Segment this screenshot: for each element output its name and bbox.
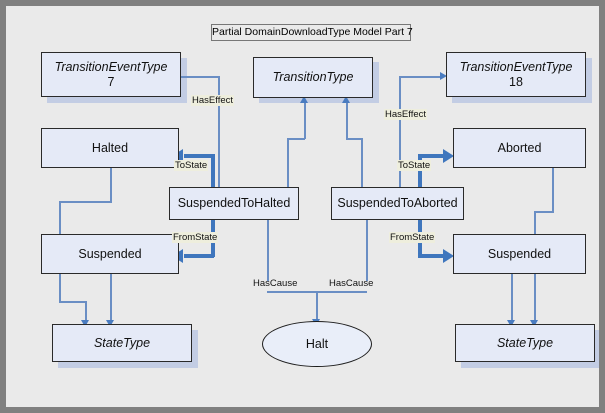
- line-has-effect-right-horizontal: [399, 76, 441, 78]
- line-generalization-right-lower: [361, 138, 363, 188]
- edge-label-to-state-left: ToState: [174, 160, 209, 171]
- edge-label-has-effect-right: HasEffect: [384, 109, 428, 120]
- node-transition-event-type-18-line2: 18: [509, 74, 523, 89]
- node-state-type-left[interactable]: StateType: [52, 324, 192, 362]
- node-suspended-to-halted[interactable]: SuspendedToHalted: [169, 187, 299, 220]
- arrowhead-suspended-left-to-state-type: [106, 320, 114, 327]
- line-aborted-to-state-type-seg1: [552, 168, 554, 212]
- node-suspended-to-halted-label: SuspendedToHalted: [177, 196, 291, 211]
- node-halt[interactable]: Halt: [262, 321, 372, 367]
- node-halt-label: Halt: [305, 337, 329, 351]
- edge-label-has-cause-right: HasCause: [329, 278, 374, 289]
- node-transition-type[interactable]: TransitionType: [253, 57, 373, 98]
- line-suspended-left-to-state-type: [110, 274, 112, 321]
- node-suspended-right[interactable]: Suspended: [453, 234, 586, 274]
- node-suspended-left[interactable]: Suspended: [41, 234, 179, 274]
- line-has-effect-right-vertical: [399, 76, 401, 188]
- line-from-state-right-horizontal: [418, 254, 448, 258]
- edge-label-from-state-left: FromState: [172, 232, 219, 243]
- line-to-state-left-vertical: [211, 154, 215, 188]
- line-to-state-left-horizontal: [184, 154, 214, 158]
- edge-label-from-state-right: FromState: [389, 232, 436, 243]
- node-halted-label: Halted: [91, 140, 129, 155]
- diagram-title: Partial DomainDownloadType Model Part 7: [211, 24, 413, 41]
- line-suspended-right-to-state-type: [511, 274, 513, 321]
- line-from-state-left-horizontal: [184, 254, 214, 258]
- line-has-cause-to-halt: [316, 291, 318, 320]
- arrowhead-from-state-right: [443, 249, 454, 263]
- line-halted-to-state-type-seg1: [110, 168, 112, 202]
- edge-label-has-effect-left: HasEffect: [191, 95, 235, 106]
- node-transition-event-type-7[interactable]: TransitionEventType 7: [41, 52, 181, 97]
- arrowhead-suspended-right-to-state-type: [507, 320, 515, 327]
- line-halted-to-state-type-seg5: [85, 301, 87, 321]
- arrowhead-generalization-left: [300, 96, 308, 103]
- node-transition-event-type-18[interactable]: TransitionEventType 18: [446, 52, 586, 97]
- node-transition-type-label: TransitionType: [272, 70, 354, 85]
- node-suspended-to-aborted-label: SuspendedToAborted: [337, 196, 458, 211]
- line-halted-to-state-type-seg2: [59, 201, 112, 203]
- line-has-cause-right-vertical: [366, 219, 368, 281]
- arrowhead-to-state-right: [443, 149, 454, 163]
- line-generalization-left-jog: [287, 138, 305, 140]
- line-generalization-left-lower: [287, 138, 289, 188]
- line-generalization-left-upper: [304, 103, 306, 139]
- edge-label-has-cause-left: HasCause: [253, 278, 298, 289]
- line-halted-to-state-type-seg4: [59, 301, 86, 303]
- node-transition-event-type-7-line2: 7: [107, 74, 115, 89]
- node-aborted[interactable]: Aborted: [453, 128, 586, 168]
- line-generalization-right-upper: [346, 103, 348, 139]
- arrowhead-halted-to-state-type: [81, 320, 89, 327]
- arrowhead-generalization-right: [342, 96, 350, 103]
- line-aborted-to-state-type-seg2: [534, 211, 554, 213]
- node-state-type-left-label: StateType: [93, 335, 151, 350]
- line-generalization-right-jog: [346, 138, 363, 140]
- line-to-state-right-vertical: [418, 154, 422, 188]
- arrowhead-has-effect-right: [440, 72, 447, 80]
- edge-label-to-state-right: ToState: [397, 160, 432, 171]
- node-aborted-label: Aborted: [497, 140, 542, 155]
- node-suspended-to-aborted[interactable]: SuspendedToAborted: [331, 187, 464, 220]
- line-has-cause-left-vertical: [267, 219, 269, 281]
- line-has-effect-left-vertical: [218, 76, 220, 188]
- node-transition-event-type-7-line1: TransitionEventType: [54, 60, 168, 75]
- line-to-state-right-horizontal: [418, 154, 448, 158]
- node-state-type-right-label: StateType: [496, 335, 554, 350]
- node-suspended-left-label: Suspended: [78, 246, 142, 261]
- node-halted[interactable]: Halted: [41, 128, 179, 168]
- node-suspended-right-label: Suspended: [487, 246, 552, 261]
- node-transition-event-type-18-line1: TransitionEventType: [459, 60, 573, 75]
- line-has-effect-left-horizontal: [178, 76, 219, 78]
- arrowhead-aborted-to-state-type: [530, 320, 538, 327]
- diagram-canvas: Partial DomainDownloadType Model Part 7: [6, 6, 599, 407]
- node-state-type-right[interactable]: StateType: [455, 324, 595, 362]
